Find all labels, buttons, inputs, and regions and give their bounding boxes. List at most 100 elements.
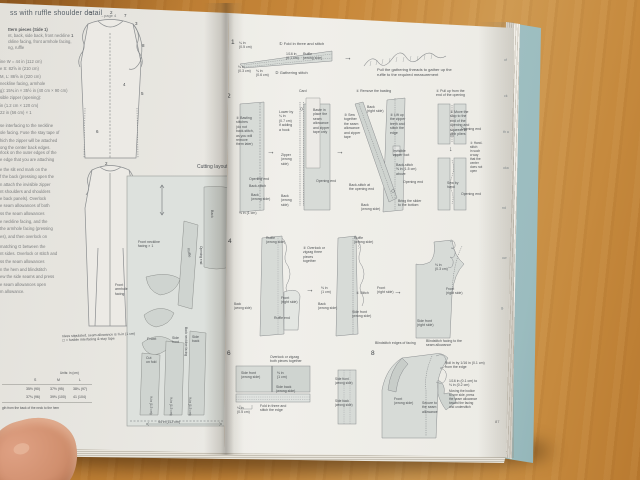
step-1-number: 1 xyxy=(231,39,235,46)
s3-back-right: Back(right side) xyxy=(367,105,384,114)
s4-stitch: ① Stitch xyxy=(356,291,369,295)
s2-opening-end: Opening end xyxy=(249,177,270,181)
s3-opening-end: Opening end xyxy=(403,180,424,184)
s2-arrow-1: → xyxy=(267,147,275,156)
s4-front-a: Front(right side) xyxy=(281,296,298,305)
edge-fragment: ck xyxy=(504,94,508,98)
size-col-s: S xyxy=(34,378,37,382)
s4-1cm: ⅜ in(1 cm) xyxy=(321,286,331,295)
thumbnail xyxy=(12,441,31,457)
s2-card-label: Card xyxy=(299,89,307,93)
seam-allowance-note: nless stipulated, seam allowance is ⅜ in… xyxy=(61,331,136,343)
s3-down-arrow: ↓ xyxy=(449,146,453,153)
callout-1: 1 xyxy=(71,33,74,38)
step3-finish-panel xyxy=(437,103,467,211)
s2-arrow-2: → xyxy=(336,147,344,156)
edge-fragment: nd xyxy=(502,206,506,210)
s4-arrow-1: → xyxy=(306,285,314,294)
page-reference: →page 4 xyxy=(100,13,117,18)
step-6-number: 6 xyxy=(227,350,231,357)
cl-selvage-2: ⅝ in (1.5 cm) xyxy=(169,397,173,416)
s3-opening-end-b: Opening end xyxy=(461,192,482,196)
edge-fragment: oka xyxy=(503,166,509,170)
s4-ruffle-b: Ruffle(wrong side) xyxy=(354,236,374,245)
step6-second-box xyxy=(337,369,357,425)
pattern-pieces-heading: ttern pieces (Side 1) xyxy=(8,27,48,32)
s4-eighth: ⅛ in(0.3 cm) xyxy=(435,263,448,272)
s8-roll-in: Roll in by 1/16 in (0.1 cm)from the edge xyxy=(445,361,485,370)
s2-opening-end-2: Opening end xyxy=(316,179,337,183)
step1-gathered-ruffle xyxy=(363,52,447,67)
s8-blindstitch-edges: Blindstitch edges of facing xyxy=(375,341,416,345)
size-table-units: Units: in (cm) xyxy=(60,371,79,375)
step6-diagram xyxy=(235,365,311,410)
s1-eighth-label: ⅛ in(0.3 cm) xyxy=(238,65,251,74)
step1-ruffle-strip xyxy=(239,50,333,69)
callout-2a: 2 xyxy=(110,10,113,15)
cl-selvage-1: ⅝ in (1.5 cm) xyxy=(149,396,153,415)
s3-opening-end-a: Opening end xyxy=(461,127,482,131)
s2-1cm-label: ⅜ in (1 cm) xyxy=(239,211,257,215)
size-r1c2: 37½ (95) xyxy=(50,387,65,391)
step3-stitch-panel xyxy=(354,97,406,213)
dress-front-sketch xyxy=(78,19,143,327)
size-r2c2: 39⅜ (100) xyxy=(50,395,66,399)
s1-arrow: → xyxy=(344,53,352,62)
page-number: 87 xyxy=(495,419,500,424)
chapter-title: ss with ruffle shoulder detail xyxy=(10,10,103,17)
materials-list: ine W = 44 in (112 cm)e S: 82⅝ in (210 c… xyxy=(0,59,68,116)
s4-front-mid: Front(right side) xyxy=(377,286,394,295)
s6-side-front: Side front(wrong side) xyxy=(241,371,261,380)
step2-zipper-panel xyxy=(299,97,331,211)
s4-front-c: Front(right side) xyxy=(446,287,463,296)
callout-3a: 3 xyxy=(90,11,93,16)
s1-ruffle-label: Ruffle(wrong side) xyxy=(303,52,323,61)
cutting-layout-diagram xyxy=(126,175,229,427)
s6-1cm: ⅜ in(1 cm) xyxy=(277,371,287,380)
step-8-number: 8 xyxy=(371,350,375,357)
s1-quarter6-label: ¼ in(0.6 cm) xyxy=(256,69,269,78)
s4-side-front-b: Side front(wrong side) xyxy=(352,310,372,319)
s1-caption: Pull the gathering threads to gather up … xyxy=(377,67,452,77)
step8-facing-diagram xyxy=(381,353,457,439)
step-2-number: 2 xyxy=(227,93,231,100)
s6-side-back: Side back(wrong side) xyxy=(276,385,296,394)
size-r2c1: 37¾ (96) xyxy=(26,395,41,399)
size-table-footnote: gth from the back of the neck to the hem xyxy=(2,406,60,410)
s4-back-b: Back(wrong side) xyxy=(318,302,338,311)
edge-fragment: of xyxy=(504,58,507,62)
step4-panel-a xyxy=(259,235,301,337)
size-r2c3: 41 (104) xyxy=(73,395,87,399)
s6-box2-side-front: Side front(wrong side) xyxy=(335,377,353,385)
callout-2b: 2 xyxy=(105,161,108,166)
step2-basting-panel xyxy=(239,101,265,213)
callout-3b: 3 xyxy=(135,21,138,26)
callout-7: 7 xyxy=(124,13,127,18)
